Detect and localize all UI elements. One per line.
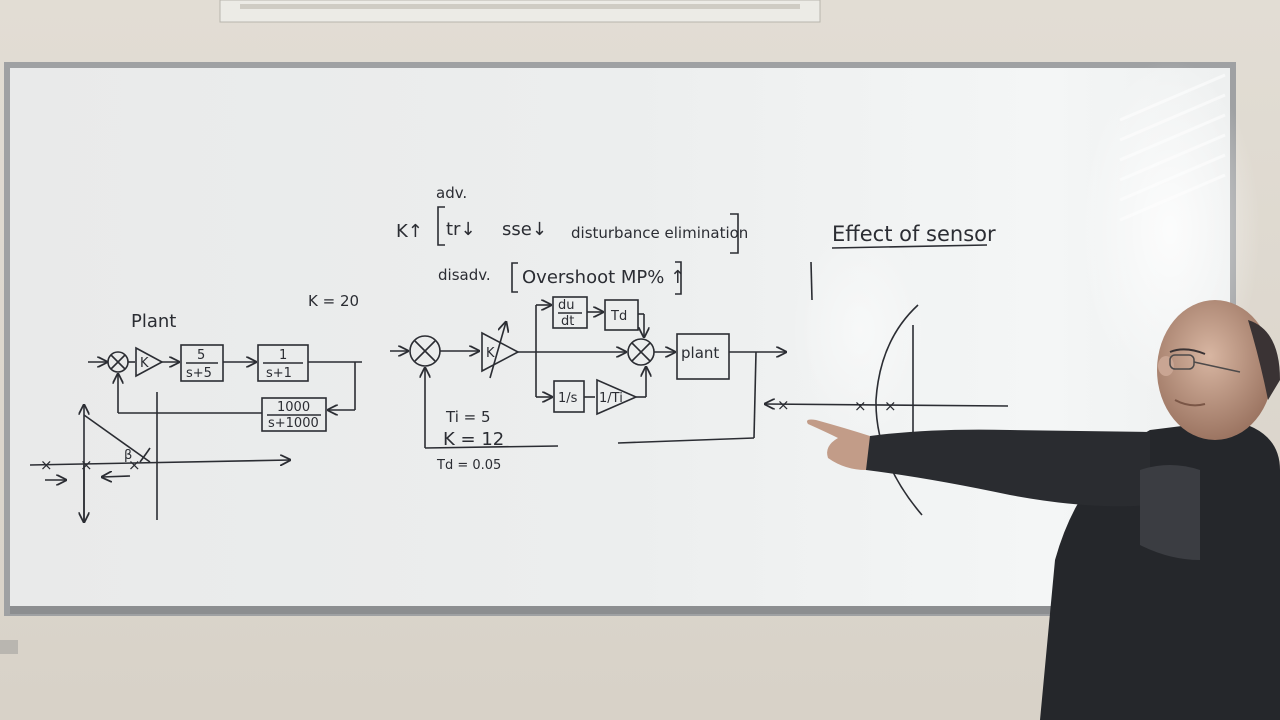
pid-block-diagram xyxy=(390,296,786,449)
effect-of-sensor-title: Effect of sensor xyxy=(832,222,996,246)
sensor-denominator: s+1000 xyxy=(268,416,319,431)
block-1-over-s-plus-1 xyxy=(257,344,309,382)
svg-text:×: × xyxy=(854,397,867,415)
gain-triangle xyxy=(135,346,164,378)
k-value: K = 12 xyxy=(443,429,504,450)
overshoot-note: Overshoot MP% ↑ xyxy=(522,267,685,288)
lecturer-arm xyxy=(862,429,1150,507)
sse-decrease: sse↓ xyxy=(502,219,547,240)
svg-text:×: × xyxy=(80,456,93,474)
block1-numerator: 5 xyxy=(197,348,205,363)
dt-label: dt xyxy=(561,314,574,329)
block2-denominator: s+1 xyxy=(266,366,292,381)
ti-triangle xyxy=(596,378,639,416)
advantages-notes: adv. K↑ tr↓ sse↓ disturbance elimination… xyxy=(396,184,748,295)
td-label: Td xyxy=(610,309,627,324)
block-5-over-s-plus-5 xyxy=(180,344,224,382)
beta-angle-label: β xyxy=(124,448,132,463)
k-increase: K↑ xyxy=(396,221,423,242)
lecturer-head xyxy=(1157,300,1273,440)
svg-text:×: × xyxy=(128,456,141,474)
left-block-diagram: × × × xyxy=(29,344,362,522)
plant-block xyxy=(676,333,730,380)
sensor-numerator: 1000 xyxy=(277,400,310,415)
du-label: du xyxy=(558,298,575,313)
whiteboard xyxy=(4,60,1260,616)
svg-text:×: × xyxy=(884,397,897,415)
plant-block-label: plant xyxy=(681,344,719,362)
air-conditioner xyxy=(219,0,821,23)
ti-value: Ti = 5 xyxy=(445,408,491,426)
sensor-block xyxy=(261,397,327,432)
td-value: Td = 0.05 xyxy=(436,458,501,473)
pid-k-label: K xyxy=(486,346,495,361)
svg-text:×: × xyxy=(40,456,53,474)
disadv-label: disadv. xyxy=(438,266,491,284)
adv-label: adv. xyxy=(436,184,467,202)
lecturer-hand xyxy=(807,419,870,470)
svg-text:×: × xyxy=(777,396,790,414)
k-equals-20: K = 20 xyxy=(308,292,359,310)
gain-k-label: K xyxy=(140,356,149,371)
tr-decrease: tr↓ xyxy=(446,219,476,240)
disturbance-elimination: disturbance elimination xyxy=(571,224,748,242)
integrator-label: 1/s xyxy=(558,391,578,406)
wall-socket xyxy=(0,640,18,654)
ti-gain-label: 1/Ti xyxy=(599,391,623,406)
block2-numerator: 1 xyxy=(279,348,287,363)
block1-denominator: s+5 xyxy=(186,366,212,381)
lecturer-figure xyxy=(807,300,1280,720)
effect-of-sensor-section: Effect of sensor × × × xyxy=(765,222,1009,516)
td-block xyxy=(604,299,639,331)
plant-label: Plant xyxy=(131,311,176,332)
